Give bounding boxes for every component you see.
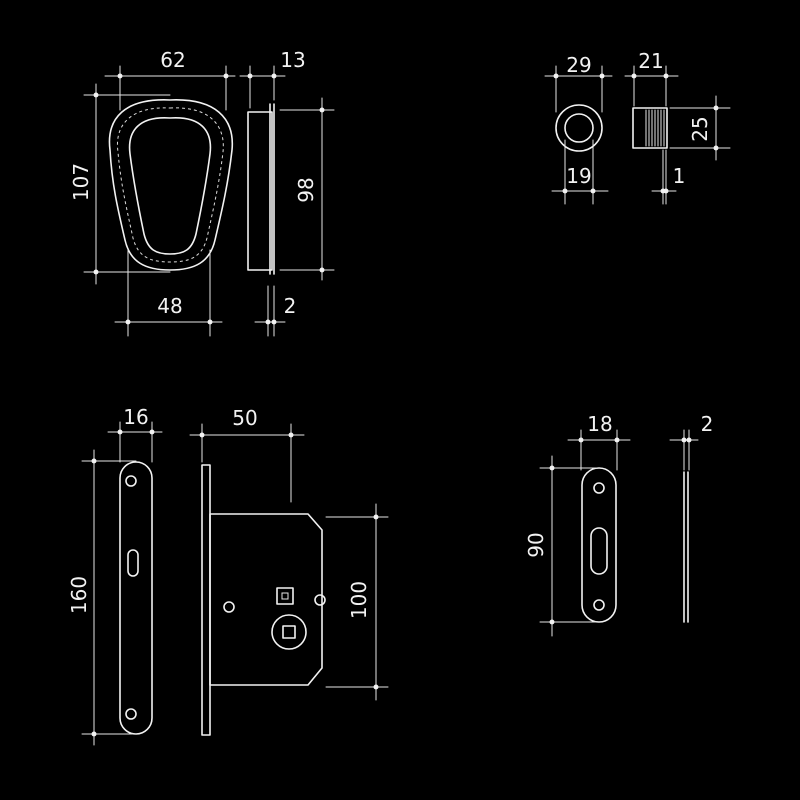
dim-knob-diameter: 29 <box>566 53 591 77</box>
knob-side-view <box>632 107 668 149</box>
dim-pull-plate-thickness: 2 <box>284 294 297 318</box>
dim-pull-height: 107 <box>69 163 93 201</box>
knob-front-view <box>555 104 603 152</box>
dim-knob-inner-diameter: 19 <box>566 164 591 188</box>
strike-plate-side-view <box>683 471 689 623</box>
dim-strike-height: 90 <box>524 532 548 557</box>
dim-pull-width: 62 <box>160 48 185 72</box>
lock-dimension-lines <box>81 421 389 746</box>
dim-knob-height: 25 <box>688 116 712 141</box>
dim-knob-rim: 1 <box>673 164 686 188</box>
dim-knob-depth: 21 <box>638 49 663 73</box>
dim-strike-width: 18 <box>587 412 612 436</box>
dim-pull-depth: 13 <box>280 48 305 72</box>
flush-pull-front-view <box>108 99 234 271</box>
dim-pull-inner-width: 48 <box>157 294 182 318</box>
dim-lock-body-height: 100 <box>347 581 371 619</box>
lock-body-side-view <box>201 464 326 736</box>
strike-dimension-lines <box>539 429 699 637</box>
dim-faceplate-width: 16 <box>123 405 148 429</box>
dim-faceplate-height: 160 <box>67 576 91 614</box>
knob-dimension-lines <box>544 65 731 205</box>
dim-strike-thickness: 2 <box>701 412 714 436</box>
dim-lock-backset: 50 <box>232 406 257 430</box>
flush-pull-side-view <box>247 103 275 275</box>
dim-pull-plate-height: 98 <box>294 177 318 202</box>
flush-pull-dimension-lines <box>83 65 335 337</box>
strike-plate-front-view <box>581 467 617 623</box>
faceplate-front-view <box>119 461 153 735</box>
